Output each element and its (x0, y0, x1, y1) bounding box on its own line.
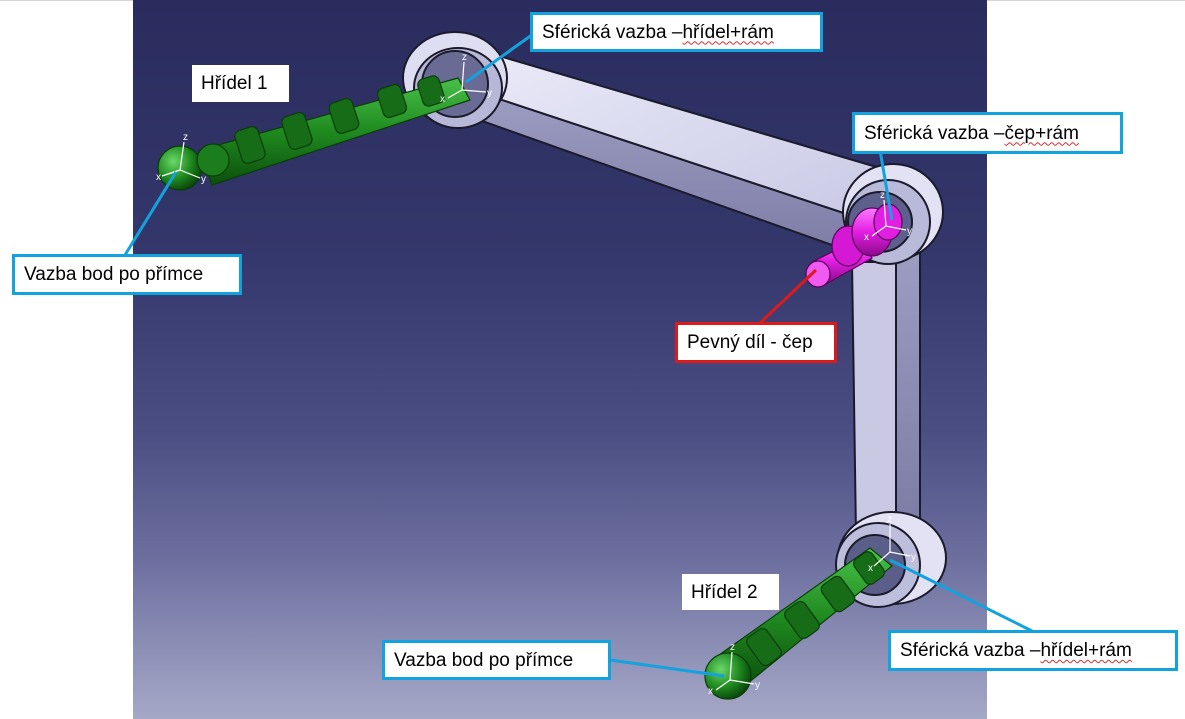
axis-label-y: y (201, 174, 206, 185)
axis-label-x: x (156, 172, 161, 183)
callout-underlined: čep+rám (1004, 122, 1079, 144)
callout-spherical-pin-frame: Sférická vazba – čep+rám (852, 112, 1123, 154)
leader-spherical-bottom (889, 558, 1033, 633)
callout-spherical-shaft-frame-bottom: Sférická vazba – hřídel+rám (888, 630, 1178, 671)
axis-label-x: x (440, 94, 445, 105)
label-shaft-1-text: Hřídel 1 (201, 73, 268, 94)
axis-label-x: x (868, 563, 873, 574)
callout-text: Vazba bod po přímce (394, 649, 574, 671)
axis-label-x: x (864, 232, 869, 243)
callout-prefix: Sférická vazba – (900, 640, 1041, 661)
axis-triad-shaft1-end (447, 61, 487, 99)
shaft-1[interactable] (157, 74, 471, 191)
axis-label-y: y (911, 552, 916, 563)
axis-triad-shaft1 (161, 141, 201, 179)
axis-label-y: y (907, 226, 912, 237)
axis-label-y: y (487, 88, 492, 99)
axis-triad-shaft2 (715, 651, 755, 691)
axis-label-z: z (730, 642, 735, 653)
leader-lines (123, 30, 1033, 678)
callout-point-on-line-bottom: Vazba bod po přímce (382, 640, 611, 680)
callout-underlined: hřídel+rám (682, 21, 774, 43)
leader-spherical-top (465, 30, 537, 84)
label-shaft-2-text: Hřídel 2 (691, 581, 758, 603)
callout-underlined: hřídel+rám (1040, 640, 1132, 661)
axis-label-z: z (880, 190, 885, 201)
label-shaft-2: Hřídel 2 (682, 574, 779, 610)
axis-label-z: z (887, 514, 892, 525)
axis-label-x: x (708, 686, 713, 697)
leader-point-line-left (123, 171, 178, 256)
callout-prefix: Sférická vazba – (542, 21, 683, 43)
pin-part[interactable] (805, 203, 903, 288)
callout-point-on-line-left: Vazba bod po přímce (12, 254, 242, 295)
callout-fixed-part-pin: Pevný díl - čep (675, 322, 837, 363)
callout-text: Pevný díl - čep (687, 332, 813, 353)
axis-label-z: z (183, 132, 188, 143)
leader-point-line-bottom (609, 658, 725, 678)
callout-text: Vazba bod po přímce (24, 264, 204, 285)
shaft-2[interactable] (704, 547, 893, 700)
axis-triad-shaft2-end (873, 524, 911, 567)
callout-prefix: Sférická vazba – (864, 122, 1005, 144)
leader-spherical-pin (878, 149, 894, 221)
axis-label-y: y (755, 680, 760, 691)
label-shaft-1: Hřídel 1 (192, 65, 289, 102)
axis-label-z: z (462, 52, 467, 63)
leader-fixed-part (758, 268, 818, 325)
axis-triad-pin (871, 199, 907, 237)
callout-spherical-shaft-frame-top: Sférická vazba – hřídel+rám (530, 12, 823, 52)
